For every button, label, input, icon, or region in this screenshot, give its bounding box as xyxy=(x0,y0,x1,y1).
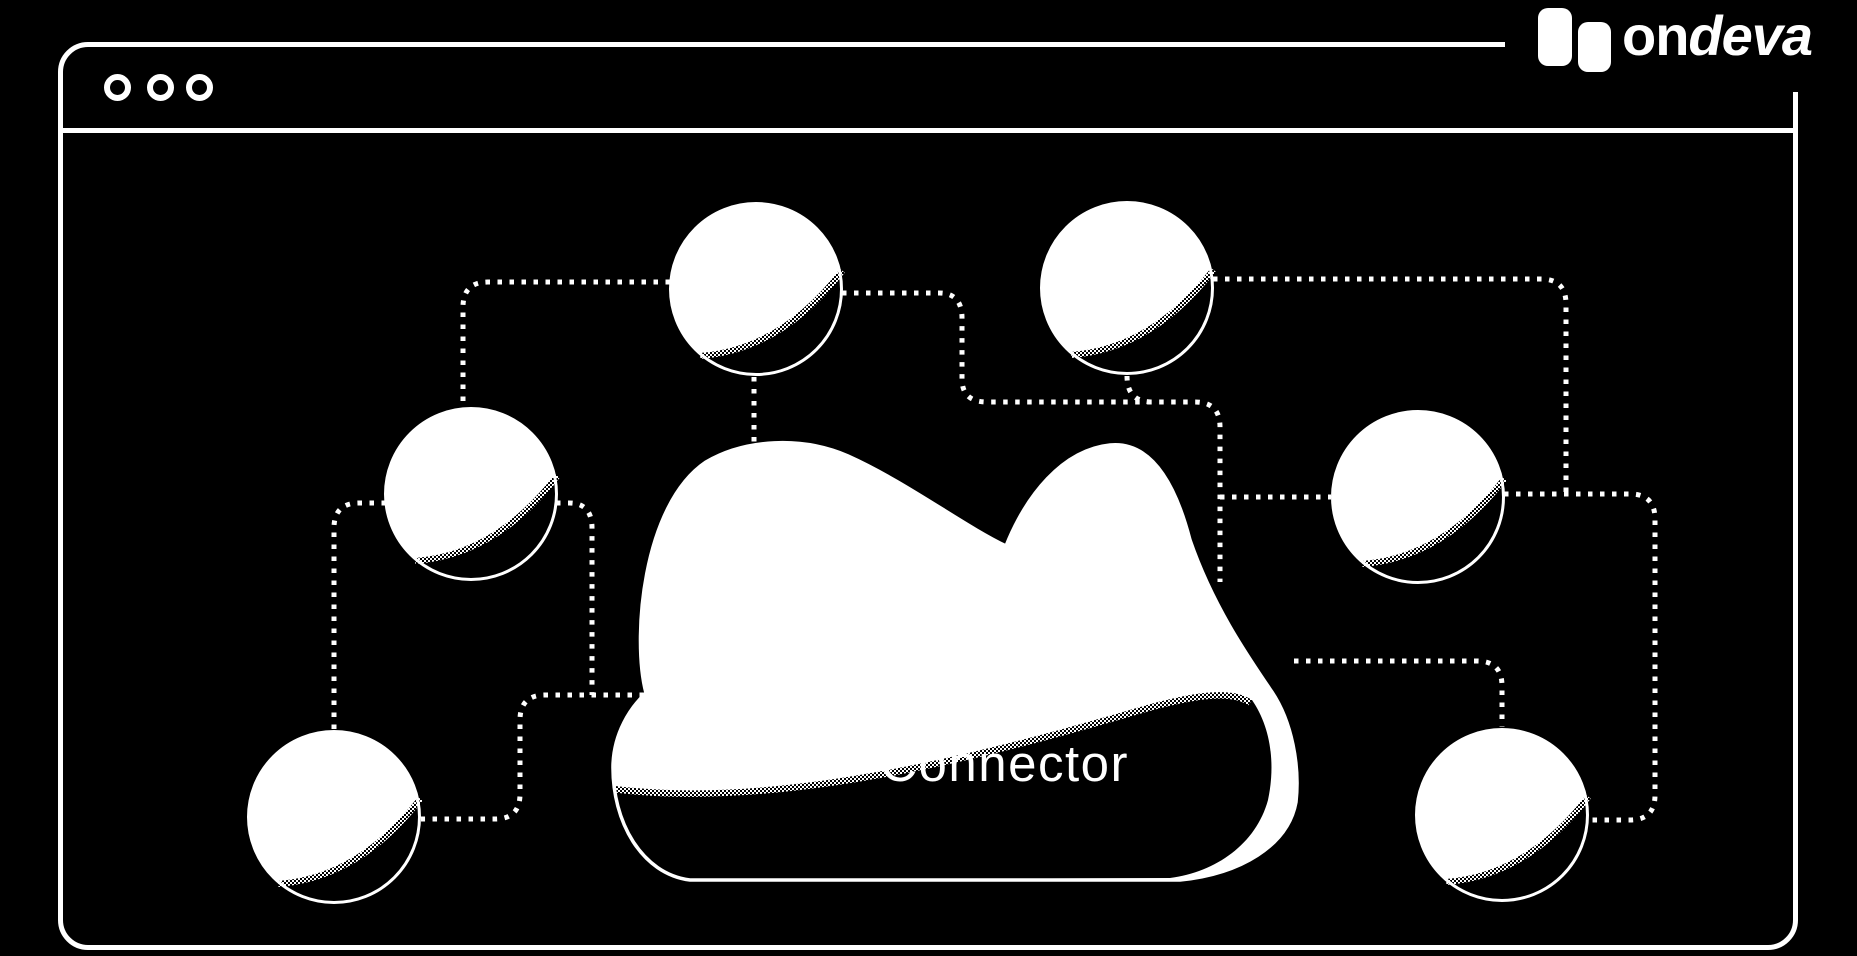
window-control-icon-2 xyxy=(147,74,174,101)
brand-logo-text: ondeva xyxy=(1622,4,1813,68)
brand-logo-icon xyxy=(1528,4,1611,72)
logo-pill-right xyxy=(1578,22,1611,72)
brand-logo[interactable]: ondeva xyxy=(1528,4,1813,74)
window-control-icon-3 xyxy=(186,74,213,101)
window-control-icon-1 xyxy=(104,74,131,101)
brand-logo-text-italic: deva xyxy=(1688,4,1813,67)
browser-window-frame xyxy=(58,42,1798,950)
logo-pill-left xyxy=(1538,8,1572,66)
titlebar-separator xyxy=(60,128,1796,133)
brand-logo-text-regular: on xyxy=(1622,4,1689,67)
